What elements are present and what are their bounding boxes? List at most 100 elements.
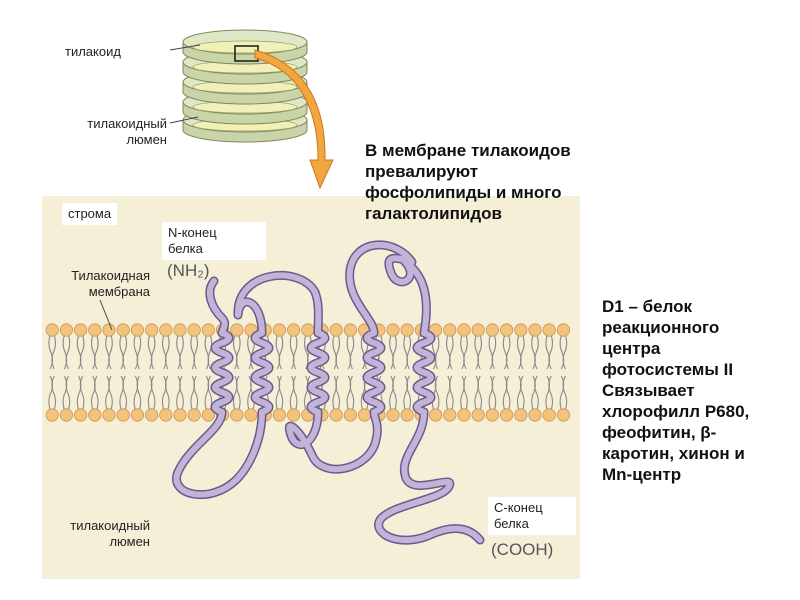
lipid-head — [102, 323, 116, 337]
side-line8: каротин, хинон и — [602, 444, 745, 463]
lipid-head — [145, 408, 159, 422]
lipid-head — [386, 408, 400, 422]
side-line6: хлорофилл Р680, — [602, 402, 750, 421]
n-terminus-line2: белка — [168, 241, 203, 256]
leader-lumen-top — [169, 116, 199, 124]
lipid-head — [485, 408, 499, 422]
lipid-tail — [548, 375, 554, 411]
headline-line2: превалируют — [365, 162, 479, 181]
lipid-head — [514, 408, 528, 422]
lipid-tail — [534, 375, 539, 411]
orange-curved-arrow-icon — [254, 49, 334, 190]
lipid-head — [542, 408, 556, 422]
side-description: D1 – белок реакционного центра фотосисте… — [602, 296, 749, 485]
lipid-head — [528, 408, 542, 422]
lipid-head — [187, 408, 201, 422]
lipid-tail — [292, 334, 298, 370]
lipid-head — [471, 408, 485, 422]
lipid-head — [130, 323, 144, 337]
c-terminus-line1: C-конец — [494, 500, 543, 515]
lipid-tail — [434, 375, 440, 411]
lipid-tail — [136, 375, 142, 411]
lipid-head — [357, 408, 372, 422]
thylakoid-lumen-ring — [192, 40, 298, 54]
lipid-tail — [534, 334, 539, 370]
lipid-head — [457, 408, 471, 422]
lipid-head — [272, 323, 286, 337]
lipid-head — [386, 323, 400, 337]
lipid-head — [159, 408, 173, 422]
label-n-terminus: N-конец белка — [162, 222, 266, 260]
label-lumen-top-line2: люмен — [126, 132, 167, 147]
lipid-tail — [79, 375, 85, 411]
lipid-tail — [122, 375, 128, 411]
lipid-tail — [562, 375, 568, 411]
label-lumen-bottom-line2: люмен — [109, 534, 150, 549]
lipid-head — [102, 408, 116, 422]
lipid-tail — [477, 334, 483, 370]
lipid-head — [59, 323, 74, 337]
label-membrane-line1: Тилакоидная — [71, 268, 150, 283]
leader-lines — [99, 44, 201, 331]
headline-line3: фосфолипиды и много — [365, 183, 562, 202]
label-stroma: строма — [62, 203, 118, 225]
n-terminus-formula: (NH₂) — [167, 261, 210, 280]
lipid-head — [173, 323, 187, 337]
side-line9: Mn-центр — [602, 465, 682, 484]
lipid-tail — [250, 375, 255, 411]
lipid-tail — [349, 375, 355, 411]
label-lumen-bottom-line1: тилакоидный — [70, 518, 150, 533]
lipid-tail — [65, 375, 71, 411]
lipid-tail — [193, 375, 199, 411]
lipid-head — [443, 408, 457, 422]
lipid-tail — [108, 334, 113, 370]
lipid-head — [88, 408, 102, 422]
lipid-tail — [434, 334, 440, 370]
lipid-head — [528, 323, 542, 337]
lipid-head — [45, 323, 59, 337]
lipid-tail — [491, 375, 497, 411]
lipid-head — [329, 408, 343, 422]
lipid-head — [116, 323, 130, 337]
lipid-head — [556, 323, 571, 337]
headline-text: В мембране тилакоидов превалируют фосфол… — [365, 140, 571, 224]
lipid-head — [201, 323, 215, 337]
lipid-tail — [335, 375, 341, 411]
label-thylakoid: тилакоид — [65, 44, 121, 59]
lipid-tail — [65, 334, 71, 370]
lipid-tail — [292, 375, 298, 411]
side-line2: реакционного — [602, 318, 720, 337]
lipid-tail — [505, 375, 511, 411]
lipid-head — [343, 408, 357, 422]
lipid-tail — [235, 334, 241, 370]
lipid-head — [59, 408, 74, 422]
protein-chain — [172, 240, 485, 545]
headline-line1: В мембране тилакоидов — [365, 141, 571, 160]
lipid-tail — [93, 334, 99, 370]
lipid-tail — [448, 334, 454, 370]
lipid-tail — [51, 334, 57, 370]
lipid-tail — [519, 334, 525, 370]
lipid-head — [400, 408, 414, 422]
label-lumen-top-line1: тилакоидный — [87, 116, 167, 131]
leader-thylakoid — [169, 44, 201, 51]
lipid-head — [499, 323, 514, 337]
lipid-tail — [164, 375, 170, 411]
lipid-tail — [150, 375, 156, 411]
lipid-tail — [193, 334, 199, 370]
lipid-head — [329, 323, 343, 337]
lipid-head — [343, 323, 357, 337]
c-terminus-formula: (COOH) — [491, 540, 554, 559]
lipid-head — [514, 323, 528, 337]
lipid-head — [201, 408, 215, 422]
lipid-head — [145, 323, 159, 337]
side-line1: D1 – белок — [602, 297, 693, 316]
lipid-tail — [51, 375, 57, 411]
lipid-tail — [505, 334, 511, 370]
lipid-tail — [278, 375, 284, 411]
lipid-head — [485, 323, 499, 337]
lipid-tail — [406, 375, 412, 411]
lipid-tail — [164, 334, 170, 370]
lipid-head — [471, 323, 485, 337]
lipid-tail — [392, 334, 397, 370]
